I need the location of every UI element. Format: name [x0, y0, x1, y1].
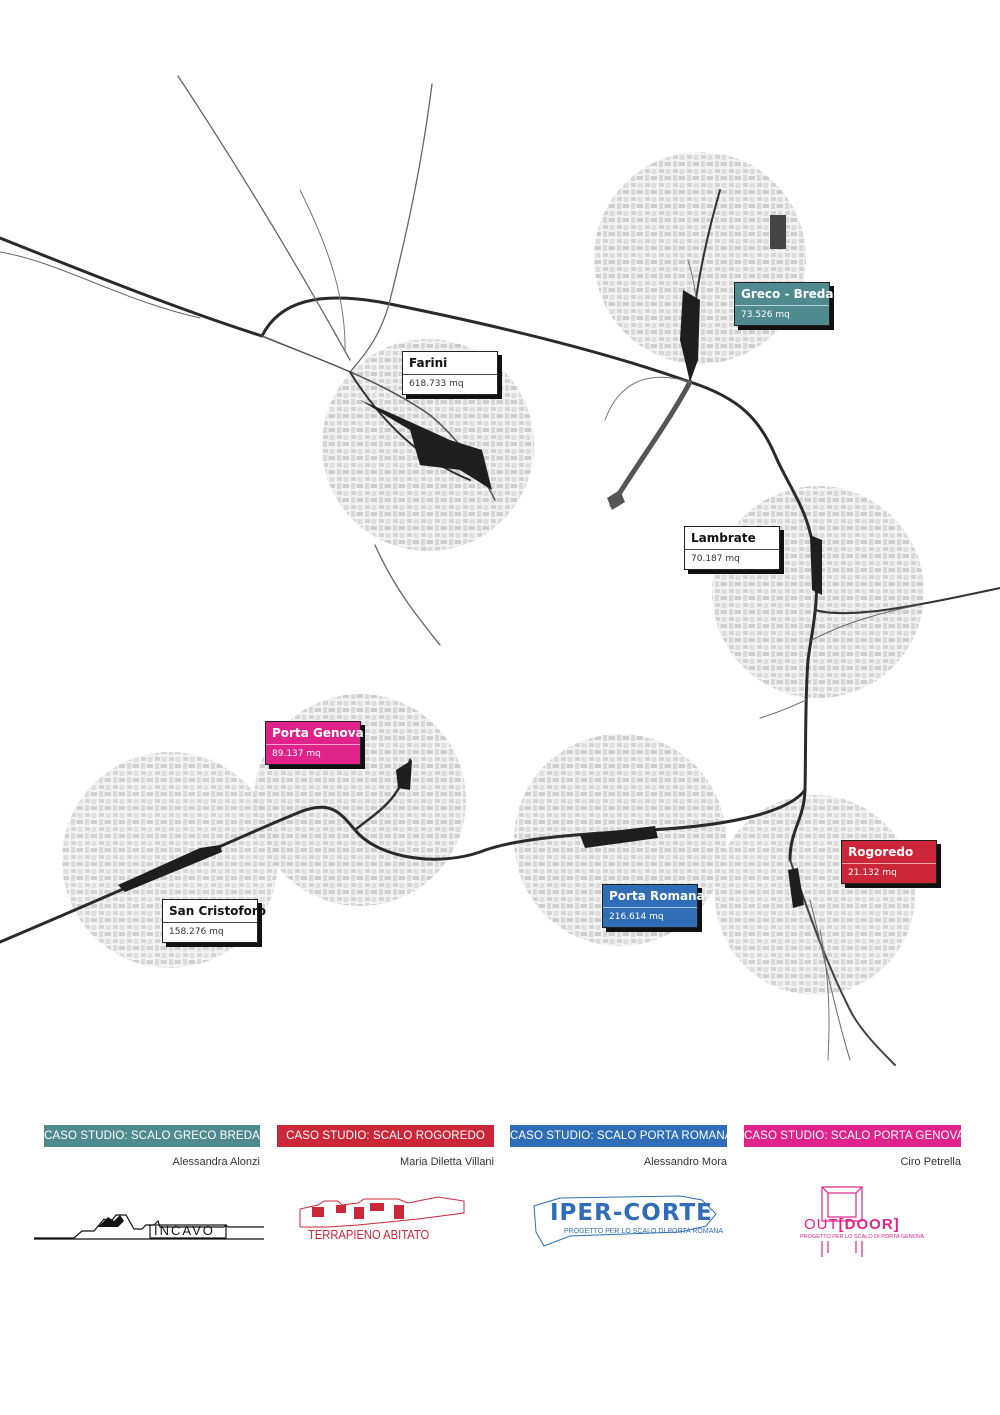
- terrapieno-logo-icon: [299, 1196, 465, 1228]
- scalo-area: 216.614 mq: [609, 912, 664, 922]
- outdoor-logo-subtitle: PROGETTO PER LO SCALO DI PORTA GENOVA: [800, 1234, 924, 1240]
- railyard-cristoforo: [118, 845, 222, 892]
- logo-incavo: INCAVO: [34, 1205, 266, 1245]
- incavo-logo-icon: [34, 1214, 264, 1240]
- outdoor-logo-text-door: [DOOR]: [838, 1216, 900, 1233]
- scalo-area: 89.137 mq: [272, 749, 321, 759]
- railyard-farini: [360, 400, 492, 490]
- logo-iper-corte: IPER-CORTE PROGETTO PER LO SCALO DI PORT…: [530, 1192, 724, 1248]
- scalo-area: 21.132 mq: [848, 868, 897, 878]
- urban-circle-rogoredo: [715, 795, 915, 995]
- author-rogoredo: Maria Diletta Villani: [400, 1156, 494, 1168]
- railyard-romana: [580, 826, 658, 848]
- iper-corte-logo-subtitle: PROGETTO PER LO SCALO DI PORTA ROMANA: [564, 1228, 724, 1235]
- iper-corte-logo-icon: [533, 1195, 717, 1247]
- case-badge-rogoredo: CASO STUDIO: SCALO ROGOREDO: [277, 1125, 494, 1147]
- rail-network: [0, 75, 1000, 1066]
- label-farini: Farini 618.733 mq: [402, 351, 498, 395]
- case-badge-porta-romana: CASO STUDIO: SCALO PORTA ROMANA: [510, 1125, 732, 1147]
- scalo-area: 618.733 mq: [409, 379, 464, 389]
- author-porta-genova: Ciro Petrella: [900, 1156, 961, 1168]
- railyard-genova: [396, 760, 412, 790]
- label-san-cristoforo: San Cristoforo 158.276 mq: [162, 899, 266, 943]
- incavo-logo-text: INCAVO: [154, 1223, 215, 1238]
- outdoor-logo-icon: [821, 1186, 863, 1257]
- label-porta-genova: Porta Genova 89.137 mq: [265, 721, 364, 765]
- railyard-lambrate: [810, 535, 822, 595]
- label-porta-romana: Porta Romana 216.614 mq: [602, 884, 705, 928]
- urban-circle-greco: [594, 152, 806, 364]
- railway-map: [0, 75, 1000, 1066]
- terrapieno-logo-text: TERRAPIENO ABITATO: [308, 1227, 430, 1242]
- label-greco-breda: Greco - Breda 73.526 mq: [734, 282, 834, 326]
- scalo-area: 70.187 mq: [691, 554, 740, 564]
- railyard-shapes: [118, 215, 822, 908]
- scalo-area: 73.526 mq: [741, 310, 790, 320]
- case-badge-greco-breda: CASO STUDIO: SCALO GRECO BREDA: [44, 1125, 260, 1147]
- urban-fabric-circles: [62, 152, 924, 995]
- label-lambrate: Lambrate 70.187 mq: [684, 526, 780, 570]
- outdoor-logo-text-out: OUT: [804, 1216, 839, 1233]
- scalo-name: Porta Romana: [603, 885, 705, 908]
- railyard-greco-building: [770, 215, 786, 249]
- scalo-name: Greco - Breda: [735, 283, 834, 306]
- scalo-name: San Cristoforo: [163, 900, 266, 923]
- label-rogoredo: Rogoredo 21.132 mq: [841, 840, 937, 884]
- scalo-name: Porta Genova: [266, 722, 364, 745]
- scalo-name: Lambrate: [685, 527, 779, 550]
- outdoor-logo-text: OUT[DOOR]: [804, 1216, 900, 1233]
- logo-outdoor: OUT[DOOR] PROGETTO PER LO SCALO DI PORTA…: [796, 1183, 924, 1259]
- logo-terrapieno: TERRAPIENO ABITATO: [298, 1195, 468, 1247]
- iper-corte-logo-text: IPER-CORTE: [550, 1200, 713, 1226]
- railyard-greco: [680, 290, 700, 382]
- author-greco-breda: Alessandra Alonzi: [172, 1156, 260, 1168]
- case-badge-porta-genova: CASO STUDIO: SCALO PORTA GENOVA: [744, 1125, 964, 1147]
- railyard-rogoredo: [788, 868, 804, 908]
- author-porta-romana: Alessandro Mora: [643, 1156, 727, 1168]
- scalo-name: Rogoredo: [842, 841, 936, 864]
- scalo-area: 158.276 mq: [169, 927, 224, 937]
- railyard-greco-south: [607, 490, 625, 510]
- scalo-name: Farini: [403, 352, 497, 375]
